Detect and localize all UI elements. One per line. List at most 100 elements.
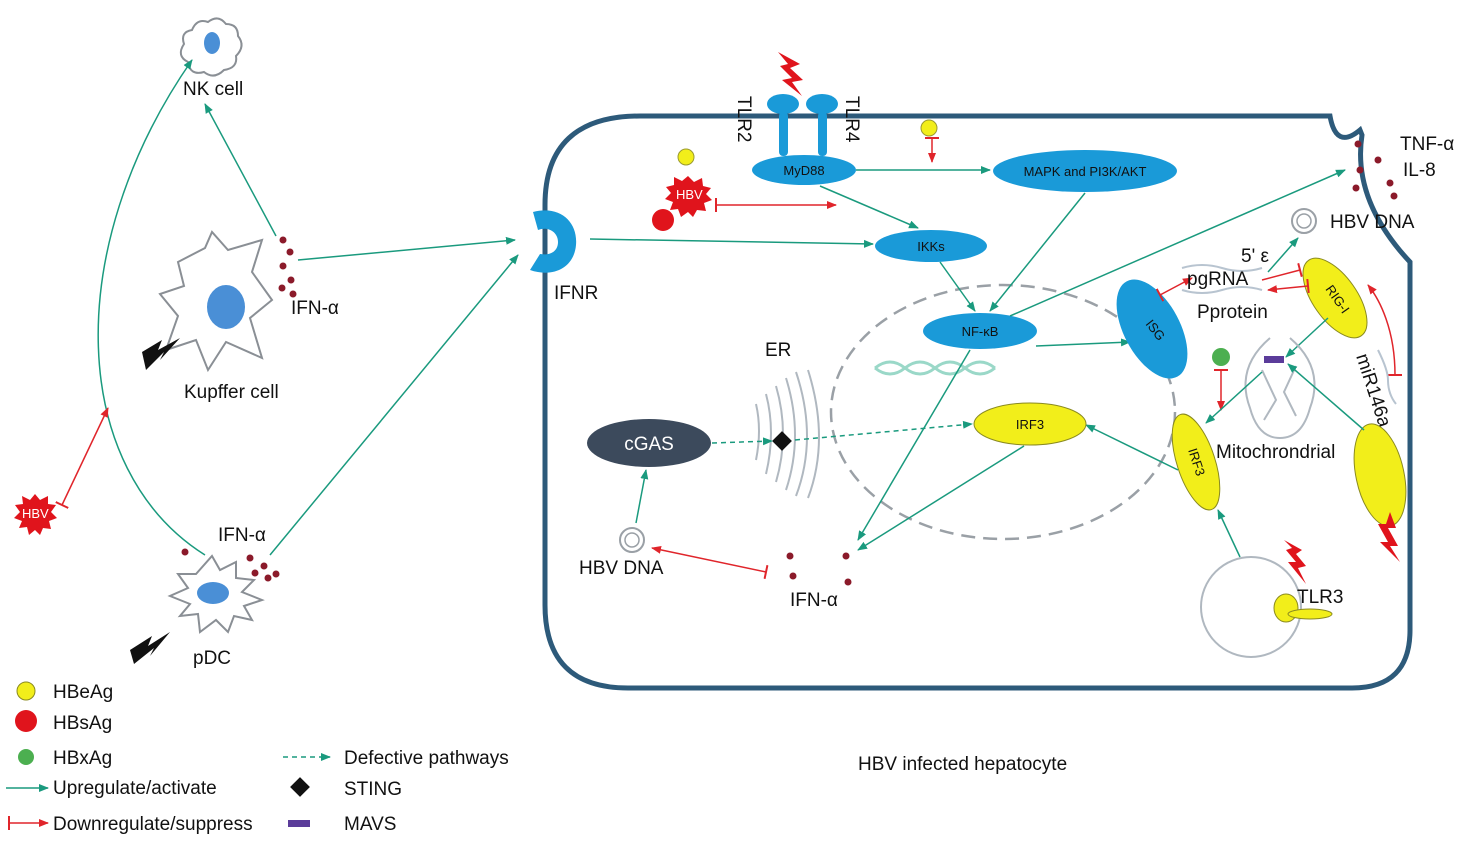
kupffer-cell-label: Kupffer cell (184, 382, 279, 403)
mitochondria-icon (1244, 337, 1316, 439)
arrow-kupffer-to-ifnr (297, 236, 516, 261)
cgas-label: cGAS (624, 434, 674, 455)
sting-marker (772, 431, 792, 451)
irf3-nucleus-label: IRF3 (1016, 417, 1044, 432)
hbeag-particle-cell (677, 148, 695, 166)
defective-cgas-sting (711, 437, 773, 446)
arrow-nfkb-to-ifn (857, 349, 971, 541)
lightning-tlr-icon (778, 52, 803, 96)
mir146a-strand-icon (1377, 349, 1397, 405)
tlr2-head (767, 94, 799, 114)
hbeag-receptor-right (1353, 423, 1407, 527)
ifn-alpha-dots-inner (786, 552, 852, 586)
myd88-label: MyD88 (783, 163, 824, 178)
legend-hbsag-swatch (15, 710, 37, 732)
endosome-icon (1200, 556, 1302, 658)
nucleus-outline (829, 283, 1177, 541)
hbv-left-label: HBV (22, 506, 49, 521)
mapk-node (993, 150, 1177, 192)
arrow-irf3-to-ifn (857, 445, 1025, 551)
ifn-alpha-kupffer-label: IFN-α (291, 298, 339, 319)
lightning-pdc-icon (130, 632, 170, 664)
myd88-node (752, 155, 856, 185)
hepatocyte-membrane (542, 113, 1413, 691)
hbeag-particle-top (920, 119, 938, 137)
hbxag-particle (1212, 348, 1230, 366)
hbv-dna-top-icon (1291, 208, 1317, 234)
tlr3-receptor-tail (1287, 608, 1333, 620)
hbv-left-icon (14, 494, 57, 535)
arrow-hbvdna-to-cgas (635, 469, 649, 524)
hepatocyte-caption: HBV infected hepatocyte (858, 754, 1067, 775)
lightning-kupffer-icon (142, 338, 180, 370)
ikks-label: IKKs (917, 239, 945, 254)
nk-cell-icon (179, 17, 243, 77)
hbsag-particle-cell (652, 209, 674, 231)
legend-hbsag-label: HBsAg (53, 713, 112, 734)
legend-downregulate-label: Downregulate/suppress (53, 814, 253, 835)
suppress-ifn-hbvdna (651, 545, 769, 580)
mavs-marker (1264, 356, 1284, 363)
nfkb-node (923, 313, 1037, 349)
arrow-pdc-to-nk (97, 59, 206, 556)
legend-mavs-swatch (288, 820, 310, 827)
pdc-cell-icon (167, 554, 265, 634)
arrow-pdc-to-ifnr (269, 254, 519, 556)
pprotein-label: Pprotein (1197, 302, 1268, 323)
tlr4-head (806, 94, 838, 114)
legend-hbeag-label: HBeAg (53, 682, 113, 703)
arrow-ikks-to-nfkb (939, 261, 976, 312)
tnf-il8-dots (1352, 140, 1398, 200)
arrow-nfkb-to-tnf (1009, 169, 1346, 317)
arrow-mavs-to-irf3 (1205, 371, 1263, 424)
irf3-mito-node (1171, 413, 1221, 511)
suppress-rig1-pgrna (1261, 262, 1303, 281)
pprotein-strand-icon (1181, 286, 1263, 294)
arrow-rig1-to-mavs (1285, 317, 1329, 358)
arrow-myd88-to-ikks (819, 185, 919, 229)
tlr2-label: TLR2 (733, 96, 754, 142)
hbv-dna-top-label: HBV DNA (1330, 212, 1415, 233)
tlr3-label: TLR3 (1297, 587, 1343, 608)
kupffer-cell-icon (158, 230, 274, 373)
ikks-node (875, 230, 987, 262)
tlr4-label: TLR4 (841, 96, 862, 143)
nfkb-label: NF-κB (962, 324, 999, 339)
er-icon (755, 369, 820, 499)
arrow-ifnr-to-ikks (589, 238, 874, 248)
arrow-tlr3-to-irf3 (1217, 509, 1241, 558)
legend-sting-label: STING (344, 779, 402, 800)
arrow-irf3mito-to-irf3nuc (1085, 424, 1179, 471)
hbv-cell-icon (665, 176, 712, 217)
hbv-cell-label: HBV (676, 187, 703, 202)
suppress-isg-pgrna (1155, 277, 1193, 302)
arrow-mapk-to-nfkb (989, 192, 1086, 312)
legend-sting-swatch (290, 777, 310, 797)
lightning-right-icon (1378, 512, 1400, 562)
er-label: ER (765, 340, 791, 361)
il8-label: IL-8 (1403, 160, 1436, 181)
lightning-tlr3-icon (1284, 540, 1306, 584)
pgrna-strand-icon (1181, 264, 1263, 272)
ifn-alpha-dots-kupffer (278, 236, 297, 298)
ifn-alpha-dots-pdc (181, 548, 280, 582)
arrow-kupffer-to-nk (204, 103, 277, 237)
suppress-rig1-pprotein (1267, 278, 1310, 294)
arrow-mir146a-to-rig1 (1367, 284, 1403, 377)
isg-node (1116, 279, 1188, 379)
hbv-dna-bottom-icon (619, 527, 645, 553)
tlr2-stem (779, 112, 788, 156)
arrow-nfkb-to-isg (1035, 338, 1131, 347)
arrow-right-to-mavs (1287, 363, 1365, 431)
legend-mavs-label: MAVS (344, 814, 396, 835)
cgas-node (587, 419, 711, 467)
legend-upregulate-label: Upregulate/activate (53, 778, 217, 799)
legend-hbeag-swatch (16, 681, 36, 701)
irf3-nucleus-node (973, 402, 1087, 446)
hbv-dna-bottom-label: HBV DNA (579, 558, 664, 579)
arrow-pgrna-to-hbvdna (1267, 237, 1299, 273)
arrow-hbv-suppress-nk (55, 407, 109, 509)
ifnr-receptor-icon (530, 210, 577, 273)
pgrna-label: pgRNA (1187, 269, 1249, 290)
